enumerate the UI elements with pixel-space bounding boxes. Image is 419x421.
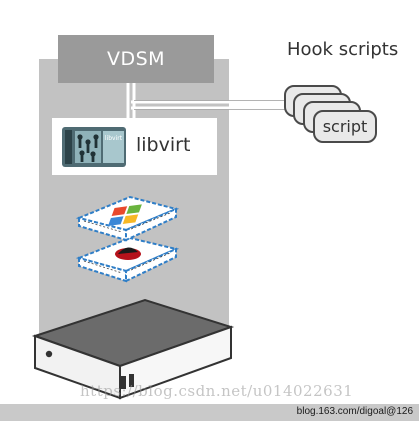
windows-emblem-icon <box>108 204 142 226</box>
hook-scripts-title: Hook scripts <box>287 39 399 60</box>
server-power-led <box>45 350 53 358</box>
vdsm-box: VDSM <box>58 35 214 83</box>
watermark-text: https://blog.csdn.net/u014022631 <box>80 382 354 400</box>
script-card: script <box>313 110 377 143</box>
libvirt-box: libvirt libvirt <box>52 118 217 175</box>
script-label: script <box>322 117 368 136</box>
credit-text: blog.163.com/digoal@126 <box>296 406 413 417</box>
vdsm-label: VDSM <box>106 48 166 70</box>
watermark-bar <box>0 404 419 421</box>
server-drive-bay-right <box>129 374 134 387</box>
server-side <box>119 325 232 400</box>
libvirt-label: libvirt <box>136 134 191 156</box>
server-drive-bay-left <box>121 376 126 389</box>
libvirt-logo-text: libvirt <box>105 135 123 142</box>
libvirt-logo: libvirt <box>62 127 126 167</box>
redhat-emblem-icon <box>115 247 141 260</box>
